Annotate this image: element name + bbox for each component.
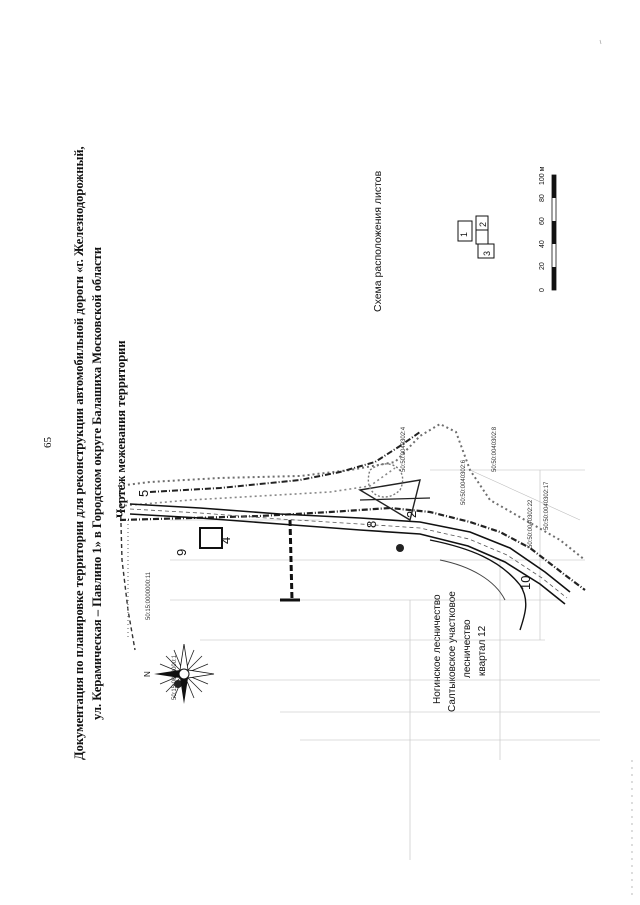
zone-number: 10 bbox=[518, 576, 533, 590]
territory-boundary-inner bbox=[119, 467, 396, 507]
parcel-triangle bbox=[358, 479, 421, 522]
north-label: N bbox=[143, 671, 152, 677]
scale-tick: 80 bbox=[539, 194, 546, 202]
side-road-boundary bbox=[288, 519, 294, 601]
red-line-east bbox=[149, 431, 421, 493]
sheet-number: 3 bbox=[482, 251, 492, 256]
scale-tick: 60 bbox=[539, 217, 546, 225]
scale-ticks: 0 20 40 60 80 100 м bbox=[539, 166, 546, 292]
zone-numbers: 5 9 4 8 2 10 bbox=[136, 490, 533, 590]
cadastral-label: 50:50:0040302:22 bbox=[528, 499, 534, 548]
road-edge-1 bbox=[129, 503, 571, 593]
north-arrow-icon bbox=[154, 643, 215, 704]
sheet-number: 2 bbox=[478, 222, 488, 227]
cadastral-label: 50:50:0040302:6 bbox=[461, 459, 467, 505]
scale-tick: 100 м bbox=[539, 166, 546, 185]
zone-number: 4 bbox=[218, 537, 233, 544]
road-centerline bbox=[129, 508, 568, 599]
scale-tick: 40 bbox=[539, 240, 546, 248]
sheet-layout-inset bbox=[457, 215, 495, 259]
road-ramp bbox=[429, 539, 527, 631]
parcel-grid bbox=[170, 469, 600, 860]
scale-tick: 0 bbox=[539, 288, 546, 292]
road-ramp-2 bbox=[439, 559, 506, 601]
north-boundary-dashed bbox=[119, 487, 136, 651]
cadastral-label: 50:15:0000000:11 bbox=[146, 571, 152, 620]
sheet-number: 1 bbox=[459, 232, 469, 237]
scale-tick: 20 bbox=[539, 262, 546, 270]
parcel-line bbox=[359, 497, 431, 501]
zone-number: 5 bbox=[136, 490, 151, 497]
cadastral-label: 50:50:0040302:8 bbox=[492, 426, 498, 472]
zone-number: 9 bbox=[174, 549, 189, 556]
zone-number: 2 bbox=[404, 511, 419, 518]
cadastral-label: 50:50:0040302:17 bbox=[544, 481, 550, 530]
road-edge-2 bbox=[129, 513, 566, 605]
dotted-loop bbox=[367, 463, 404, 498]
edge-marks bbox=[599, 39, 633, 895]
territory-boundary bbox=[117, 422, 586, 561]
zone-number: 8 bbox=[364, 521, 379, 528]
survey-point bbox=[396, 544, 404, 552]
cadastral-label: 50:50:0040302:4 bbox=[401, 426, 407, 472]
cadastral-labels: 50:15:0000000:1 50:15:0000000:11 50:50:0… bbox=[146, 426, 550, 700]
scale-bar bbox=[551, 174, 557, 291]
red-line-south bbox=[119, 506, 586, 591]
sheet-numbers: 1 2 3 bbox=[459, 222, 492, 256]
parcel-rect bbox=[199, 527, 223, 549]
